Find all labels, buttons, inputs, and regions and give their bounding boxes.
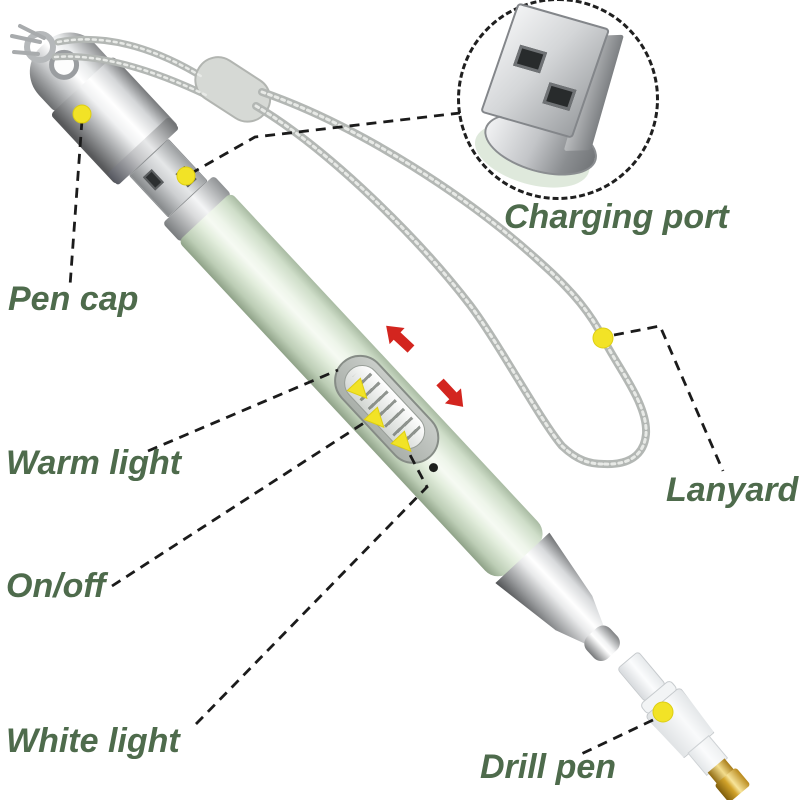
- leader-white-light: [194, 452, 429, 725]
- lanyard-hole: [42, 43, 86, 87]
- charging-port-inset-circle: [457, 0, 659, 200]
- lanyard-toggle-bead: [194, 56, 272, 123]
- usb-contact-window: [175, 165, 197, 188]
- switch-ridges: [345, 366, 426, 450]
- usb-connector-closeup: [460, 0, 643, 203]
- drill-tip-attachment: [610, 645, 758, 800]
- switch-slider: [336, 357, 433, 457]
- label-warm-light: Warm light: [6, 444, 182, 482]
- label-drill-pen: Drill pen: [480, 748, 617, 786]
- label-charging-port: Charging port: [504, 198, 729, 236]
- label-lanyard: Lanyard: [666, 471, 799, 509]
- leader-lanyard: [613, 324, 725, 472]
- usb-contact-window: [142, 169, 164, 191]
- marker-lanyard: [592, 327, 614, 349]
- leader-charging-port: [189, 111, 461, 176]
- label-pen-cap: Pen cap: [8, 280, 139, 318]
- label-white-light: White light: [6, 722, 180, 760]
- usb-contact-window: [542, 82, 577, 111]
- label-on-off: On/off: [6, 567, 106, 605]
- usb-contact-window: [513, 44, 548, 74]
